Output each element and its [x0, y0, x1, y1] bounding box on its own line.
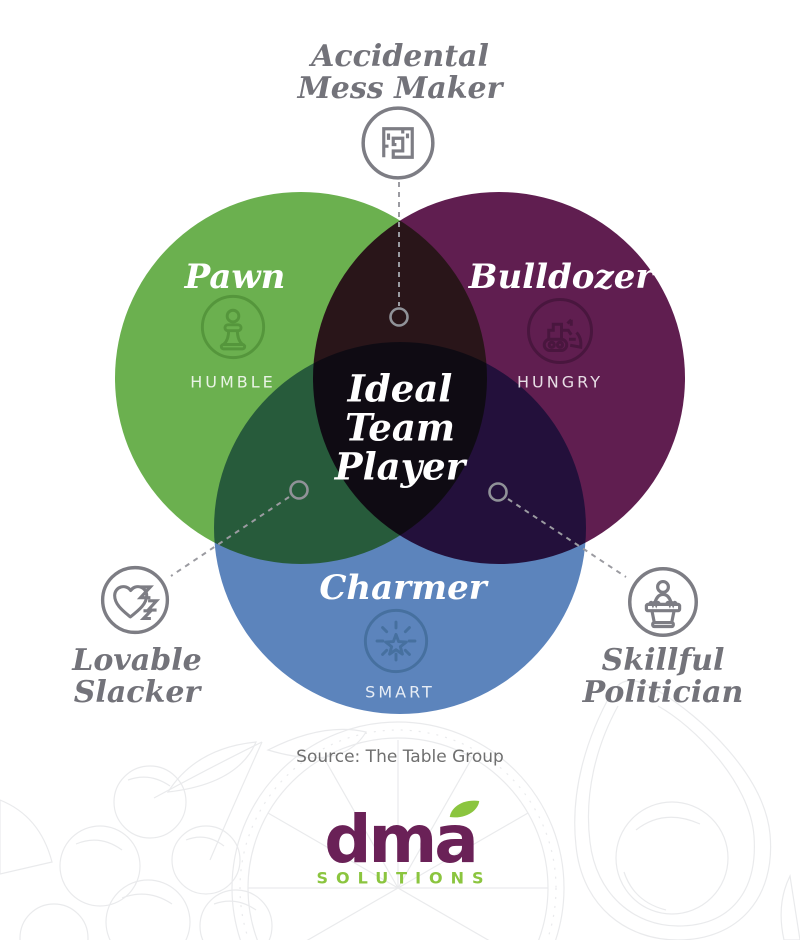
citrus-sketch — [231, 721, 565, 940]
chess-pawn-icon — [200, 294, 266, 360]
center-title-line: Player — [334, 444, 466, 489]
overlap-label-line: Slacker — [73, 675, 201, 710]
overlap-label-line: Accidental — [311, 39, 489, 74]
overlap-label-line: Skillful — [601, 643, 725, 678]
circle-title-bulldozer: Bulldozer — [468, 257, 654, 297]
overlap-label-line: Mess Maker — [297, 71, 503, 106]
avocado-sketch — [574, 680, 800, 940]
podium-speaker-icon — [628, 567, 698, 637]
bulldozer-icon — [527, 298, 593, 364]
trait-label-humble: HUMBLE — [190, 372, 276, 392]
overlap-label-line: Politician — [582, 675, 744, 710]
overlap-label-accidental-mess-maker: Accidental Mess Maker — [298, 41, 503, 105]
trait-label-hungry: HUNGRY — [517, 372, 603, 392]
overlap-label-lovable-slacker: Lovable Slacker — [72, 645, 201, 709]
overlap-label-line: Lovable — [72, 643, 202, 678]
overlap-ring-right — [488, 482, 508, 502]
center-title: Ideal Team Player — [334, 366, 466, 489]
source-attribution: Source: The Table Group — [296, 747, 504, 767]
overlap-ring-left — [289, 480, 309, 500]
center-title-line: Team — [345, 405, 455, 450]
trait-label-smart: SMART — [365, 682, 435, 702]
connector-bottom-left — [170, 496, 290, 577]
circle-title-charmer: Charmer — [319, 568, 487, 608]
dma-logo: dma — [324, 801, 479, 878]
star-rays-icon — [363, 608, 429, 674]
circle-title-pawn: Pawn — [184, 257, 286, 297]
maze-icon — [361, 106, 435, 180]
berries-sketch — [0, 728, 367, 940]
dma-logo-tagline: SOLUTIONS — [316, 868, 492, 888]
overlap-ring-top — [389, 307, 409, 327]
connector-bottom-right — [507, 498, 627, 578]
sleeping-heart-icon — [100, 565, 170, 635]
overlap-label-skillful-politician: Skillful Politician — [583, 645, 744, 709]
center-title-line: Ideal — [347, 366, 453, 411]
